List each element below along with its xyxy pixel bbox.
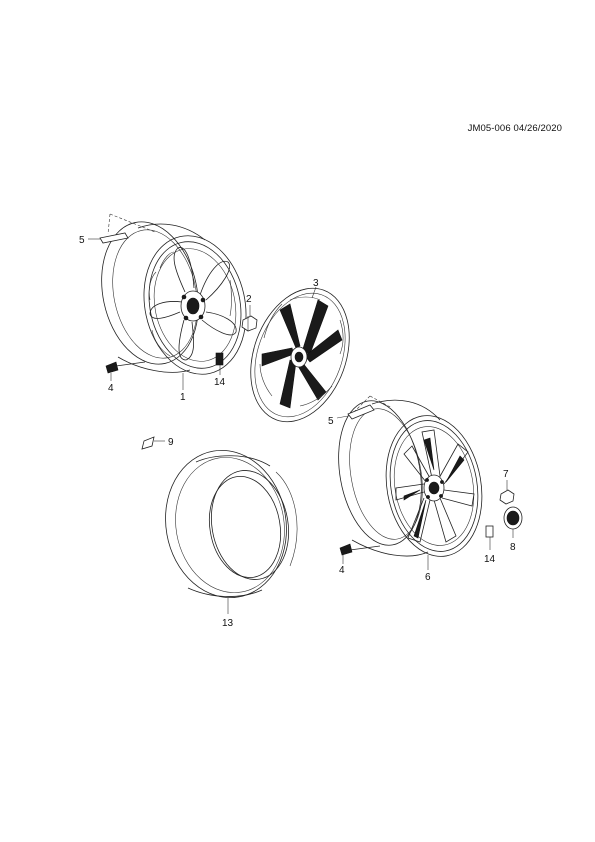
balance-weight-small [141, 436, 165, 450]
center-cap [503, 506, 523, 538]
callout-9: 9 [168, 437, 174, 448]
callout-14-upper: 14 [214, 377, 226, 388]
valve-stem-lower [339, 543, 381, 564]
callout-5-lower: 5 [328, 416, 334, 427]
balance-weight-lower [336, 395, 393, 420]
balance-weight-upper [88, 213, 156, 244]
wheel-assembly-6 [338, 399, 483, 570]
callout-5-upper: 5 [79, 235, 85, 246]
valve-stem-upper [105, 361, 146, 381]
wheel-assembly-1 [101, 221, 247, 375]
callout-7: 7 [503, 469, 509, 480]
tire [165, 449, 298, 614]
document-id: JM05-006 04/26/2020 [467, 123, 562, 134]
callout-13: 13 [222, 618, 234, 629]
tpms-sensor-upper [215, 352, 224, 375]
tpms-sensor-lower [485, 525, 494, 550]
wheel-cover [250, 286, 350, 423]
callout-4-lower: 4 [339, 565, 345, 576]
lug-nut [241, 305, 258, 332]
lug-nut-7 [499, 480, 515, 505]
callout-4-upper: 4 [108, 383, 114, 394]
callout-1: 1 [180, 392, 186, 403]
callout-14-lower: 14 [484, 554, 496, 565]
callout-3: 3 [313, 278, 319, 289]
callout-6: 6 [425, 572, 431, 583]
callout-2: 2 [246, 294, 252, 305]
callout-8: 8 [510, 542, 516, 553]
